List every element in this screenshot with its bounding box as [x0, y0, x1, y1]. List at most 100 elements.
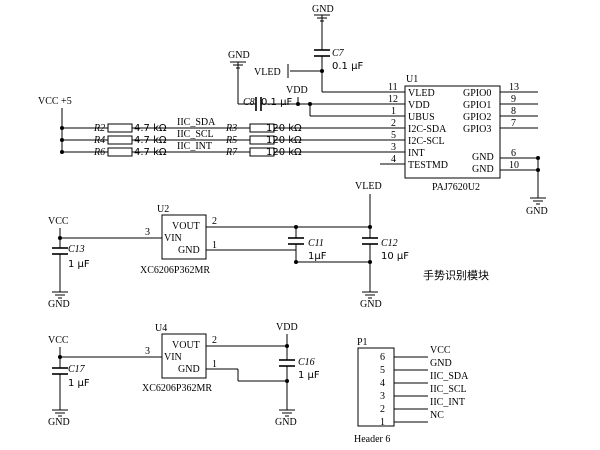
p1-header: P1 Header 6 6 5 4 3 2 1 VCC GND IIC_SDA … — [354, 337, 469, 445]
vled-port: VLED — [254, 64, 289, 78]
u1-pin-num: 13 — [509, 82, 519, 93]
u2-ref: U2 — [157, 204, 169, 215]
c7-value: 0.1 μF — [332, 61, 363, 72]
vcc-label: VCC — [48, 216, 69, 227]
c17-value: 1 μF — [68, 378, 90, 389]
u1-pin-name: GPIO1 — [463, 100, 491, 111]
r6-ref: R6 — [93, 147, 105, 158]
u1-pin-name: GND — [472, 164, 494, 175]
u1-pin-num: 3 — [391, 142, 396, 153]
p1-pin-net: IIC_INT — [430, 397, 465, 408]
r5-ref: R5 — [225, 135, 237, 146]
u1-left-pins: 11 12 1 2 5 3 4 VLED VDD UBUS I2C-SDA I2… — [380, 82, 448, 171]
u1-pin-name: GND — [472, 152, 494, 163]
u2-body — [161, 214, 207, 260]
u4-pin-gnd: 1 — [212, 359, 217, 370]
u2-vout: VOUT — [172, 221, 200, 232]
u4-vin: VIN — [164, 352, 182, 363]
gnd-label: GND — [228, 50, 250, 61]
gnd-symbol-c17: GND — [48, 409, 70, 428]
p1-pin-num: 6 — [380, 352, 385, 363]
c8-value: 0.1 μF — [261, 97, 292, 108]
u2-vin: VIN — [164, 233, 182, 244]
gnd-symbol-u1: GND — [526, 197, 548, 217]
c12-value: 10 μF — [381, 251, 409, 262]
u1-pin-num: 12 — [388, 94, 398, 105]
vled-label: VLED — [254, 67, 281, 78]
u1-pin-num: 11 — [388, 82, 398, 93]
u1-pin-num: 7 — [511, 118, 516, 129]
vdd-label: VDD — [286, 85, 308, 96]
gnd-symbol-c7: GND — [312, 4, 334, 30]
u2-part: XC6206P362MR — [140, 265, 210, 276]
u4-ref: U4 — [155, 323, 167, 334]
u4-body — [161, 333, 207, 379]
c13-ref: C13 — [68, 244, 85, 255]
u1-chip: U1 PAJ7620U2 11 12 1 2 5 3 4 VLED VDD UB… — [380, 74, 548, 217]
gnd-label: GND — [48, 299, 70, 310]
c8-ref: C8 — [243, 97, 255, 108]
p1-pin-net: NC — [430, 410, 444, 421]
p1-pin-num: 1 — [380, 417, 385, 428]
r7-ref: R7 — [225, 147, 238, 158]
u1-part: PAJ7620U2 — [432, 182, 480, 193]
u1-pin-name: I2C-SDA — [408, 124, 447, 135]
c12-ref: C12 — [381, 238, 398, 249]
u1-pin-num: 6 — [511, 148, 516, 159]
c7-group: GND C7 0.1 μF VLED — [254, 4, 400, 93]
p1-ref: P1 — [357, 337, 368, 348]
p1-part: Header 6 — [354, 434, 390, 445]
vcc-label: VCC — [48, 335, 69, 346]
u4-vout: VOUT — [172, 340, 200, 351]
u1-pin-num: 4 — [391, 154, 396, 165]
u2-pin-gnd: 1 — [212, 240, 217, 251]
u1-pin-name: GPIO2 — [463, 112, 491, 123]
u1-pin-num: 5 — [391, 130, 396, 141]
u1-pin-name: GPIO3 — [463, 124, 491, 135]
p1-pin-net: VCC — [430, 345, 451, 356]
p1-pin-net: IIC_SDA — [430, 371, 469, 382]
gnd-label: GND — [360, 299, 382, 310]
u4-gnd: GND — [178, 364, 200, 375]
p1-pin-net: IIC_SCL — [430, 384, 467, 395]
gnd-symbol-c13: GND — [48, 291, 70, 310]
resistor-r2 — [107, 123, 133, 133]
u1-right-pins: 13 9 8 7 6 10 GPIO0 GPIO1 GPIO2 GPIO3 GN… — [463, 82, 538, 175]
net-int-label: IIC_INT — [177, 141, 212, 152]
u1-pin-num: 8 — [511, 106, 516, 117]
u4-regulator: VCC C17 1 μF GND U4 VOUT VIN GND 3 2 1 X… — [48, 322, 320, 428]
gnd-label: GND — [526, 206, 548, 217]
resistor-r4 — [107, 135, 133, 145]
u2-pin-vout: 2 — [212, 216, 217, 227]
c11-value: 1μF — [308, 251, 327, 262]
r2-ref: R2 — [93, 123, 105, 134]
c11-ref: C11 — [308, 238, 324, 249]
u1-pin-num: 9 — [511, 94, 516, 105]
u1-pin-name: VLED — [408, 88, 435, 99]
u4-part: XC6206P362MR — [142, 383, 212, 394]
u2-pin-vin: 3 — [145, 227, 150, 238]
r3-ref: R3 — [225, 123, 237, 134]
resistor-r6 — [107, 147, 133, 157]
u1-pin-num: 1 — [391, 106, 396, 117]
u1-pin-name: GPIO0 — [463, 88, 491, 99]
u1-pin-name: TESTMD — [408, 160, 448, 171]
gnd-symbol-c8: GND — [228, 50, 250, 104]
u1-pin-name: UBUS — [408, 112, 435, 123]
u1-pin-name: VDD — [408, 100, 430, 111]
u1-body — [404, 85, 501, 179]
c17-ref: C17 — [68, 364, 86, 375]
gnd-symbol-c16: GND — [275, 409, 297, 428]
c7-ref: C7 — [332, 48, 345, 59]
u1-pin-num: 10 — [509, 160, 519, 171]
c16-value: 1 μF — [298, 370, 320, 381]
vdd-label: VDD — [276, 322, 298, 333]
u2-regulator: VCC C13 1 μF GND U2 VOUT VIN GND 3 2 1 X… — [48, 181, 409, 310]
c16-ref: C16 — [298, 357, 315, 368]
module-label: 手势识别模块 — [423, 268, 489, 282]
u4-pin-vout: 2 — [212, 335, 217, 346]
p1-pin-num: 4 — [380, 378, 385, 389]
i2c-network: VCC +5 R2 R4 R6 4.7 kΩ 4.7 kΩ 4.7 kΩ IIC… — [38, 96, 380, 158]
p1-pin-num: 2 — [380, 404, 385, 415]
